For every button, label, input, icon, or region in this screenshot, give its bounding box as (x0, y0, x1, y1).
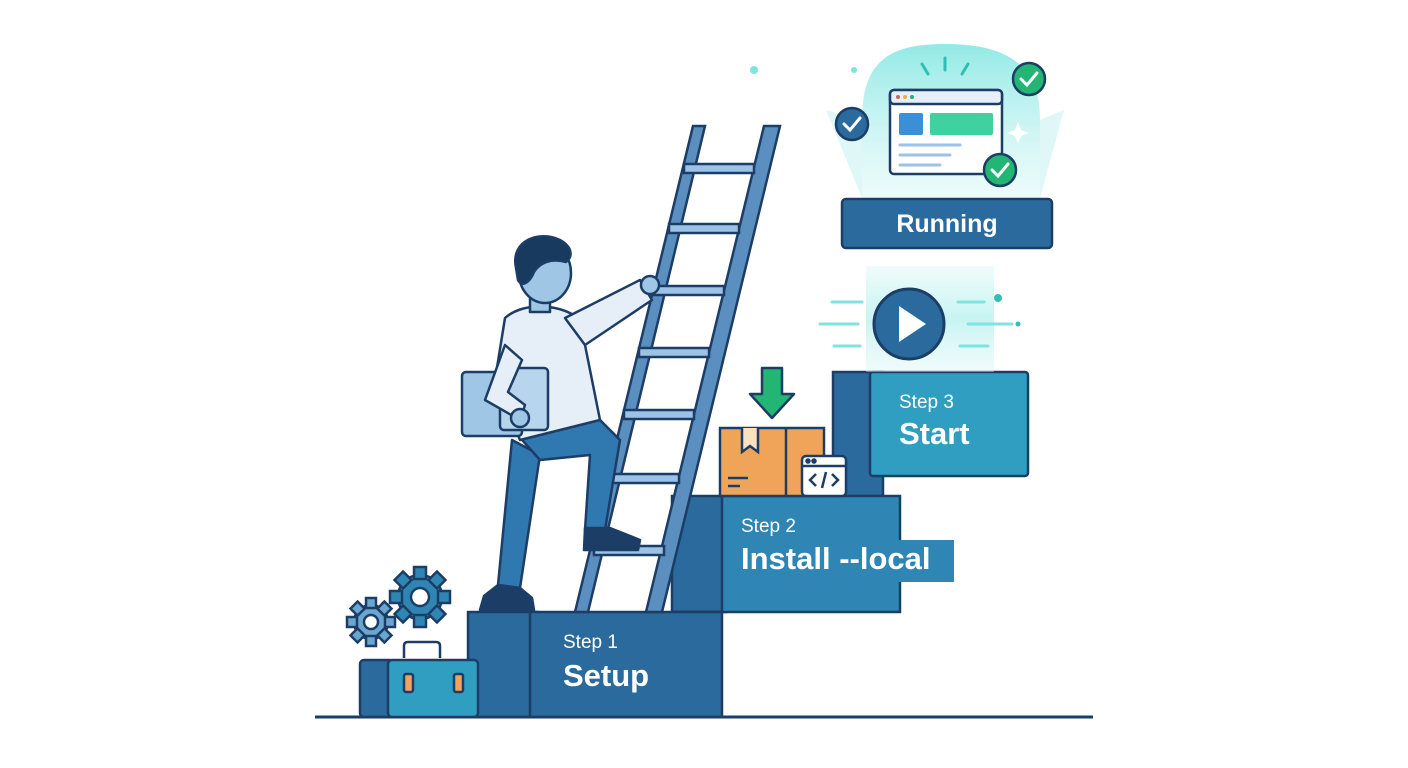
check-icon (834, 61, 1047, 188)
step-1-name: Setup (563, 658, 649, 693)
toolbox-icon (358, 640, 480, 719)
download-arrow-icon (748, 366, 796, 420)
step-3-name: Start (899, 416, 970, 451)
step-3-block: Step 3 Start (831, 370, 1030, 498)
step-1-block: Step 1 Setup (466, 610, 724, 719)
step-1-number: Step 1 (563, 632, 618, 653)
status-badge: Running (840, 197, 1054, 250)
step-2-number: Step 2 (741, 516, 796, 537)
play-icon (872, 287, 946, 361)
status-label: Running (896, 210, 997, 238)
browser-window-icon (888, 88, 1004, 176)
step-2-block: Step 2 Install --local (670, 494, 954, 614)
step-3-number: Step 3 (899, 392, 954, 413)
gear-icon (345, 565, 452, 648)
code-window-icon (800, 454, 848, 498)
step-2-name: Install --local (741, 541, 930, 576)
person-climbing (460, 235, 661, 612)
